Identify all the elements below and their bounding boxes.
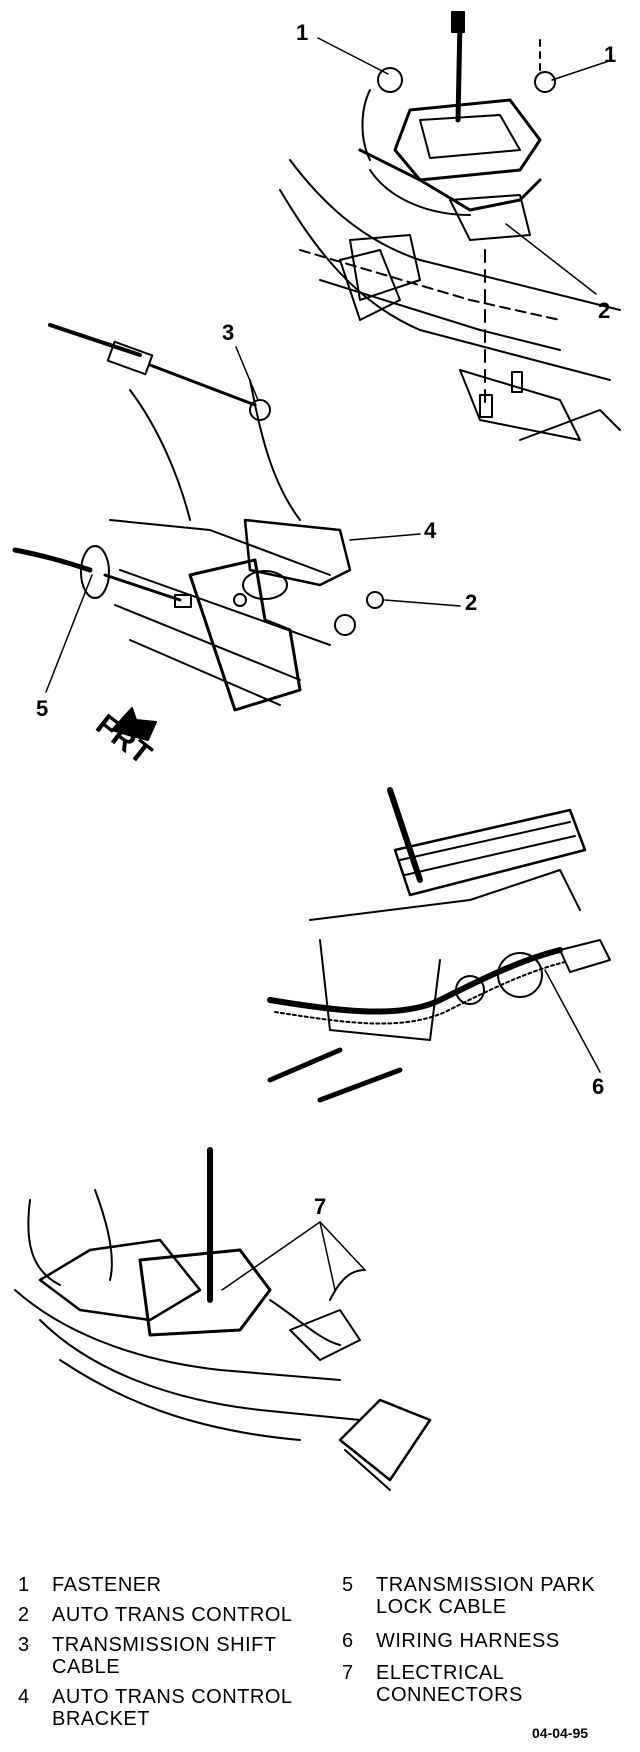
legend-item-7: 7 ELECTRICAL CONNECTORS xyxy=(342,1662,576,1706)
legend-item-3: 3 TRANSMISSION SHIFT CABLE xyxy=(18,1634,302,1678)
callout-2-middle: 2 xyxy=(465,590,478,615)
legend-item-2: 2 AUTO TRANS CONTROL xyxy=(18,1604,322,1626)
harness-assembly xyxy=(267,787,611,1103)
connector-assembly xyxy=(14,1147,432,1491)
callout-1-left: 1 xyxy=(296,20,309,45)
legend-text: FASTENER xyxy=(52,1574,162,1596)
legend-item-4: 4 AUTO TRANS CONTROL BRACKET xyxy=(18,1686,302,1730)
callout-2-top: 2 xyxy=(598,298,611,323)
callout-1-right: 1 xyxy=(604,42,617,67)
legend-text: ELECTRICAL CONNECTORS xyxy=(376,1662,523,1706)
top-shifter-assembly xyxy=(279,11,621,441)
figure-id: 04-04-95 xyxy=(532,1725,589,1741)
cable-bracket-assembly xyxy=(12,323,461,741)
legend-item-5: 5 TRANSMISSION PARK LOCK CABLE xyxy=(342,1574,626,1618)
legend-number: 1 xyxy=(18,1574,30,1596)
legend-number: 2 xyxy=(18,1604,30,1626)
legend-text: TRANSMISSION SHIFT CABLE xyxy=(52,1634,277,1678)
legend-number: 5 xyxy=(342,1574,354,1596)
legend-text: WIRING HARNESS xyxy=(376,1630,560,1652)
callout-5: 5 xyxy=(36,696,49,721)
legend-number: 7 xyxy=(342,1662,354,1684)
legend-item-1: 1 FASTENER xyxy=(18,1574,322,1596)
legend-number: 4 xyxy=(18,1686,30,1708)
legend-item-6: 6 WIRING HARNESS xyxy=(342,1630,626,1652)
callout-3: 3 xyxy=(222,320,235,345)
legend-number: 3 xyxy=(18,1634,30,1656)
callout-6: 6 xyxy=(592,1074,605,1099)
legend-text: AUTO TRANS CONTROL BRACKET xyxy=(52,1686,292,1730)
legend-number: 6 xyxy=(342,1630,354,1652)
legend-text: TRANSMISSION PARK LOCK CABLE xyxy=(376,1574,596,1618)
callout-4: 4 xyxy=(424,518,437,543)
callout-7: 7 xyxy=(314,1194,327,1219)
legend-text: AUTO TRANS CONTROL xyxy=(52,1604,293,1626)
